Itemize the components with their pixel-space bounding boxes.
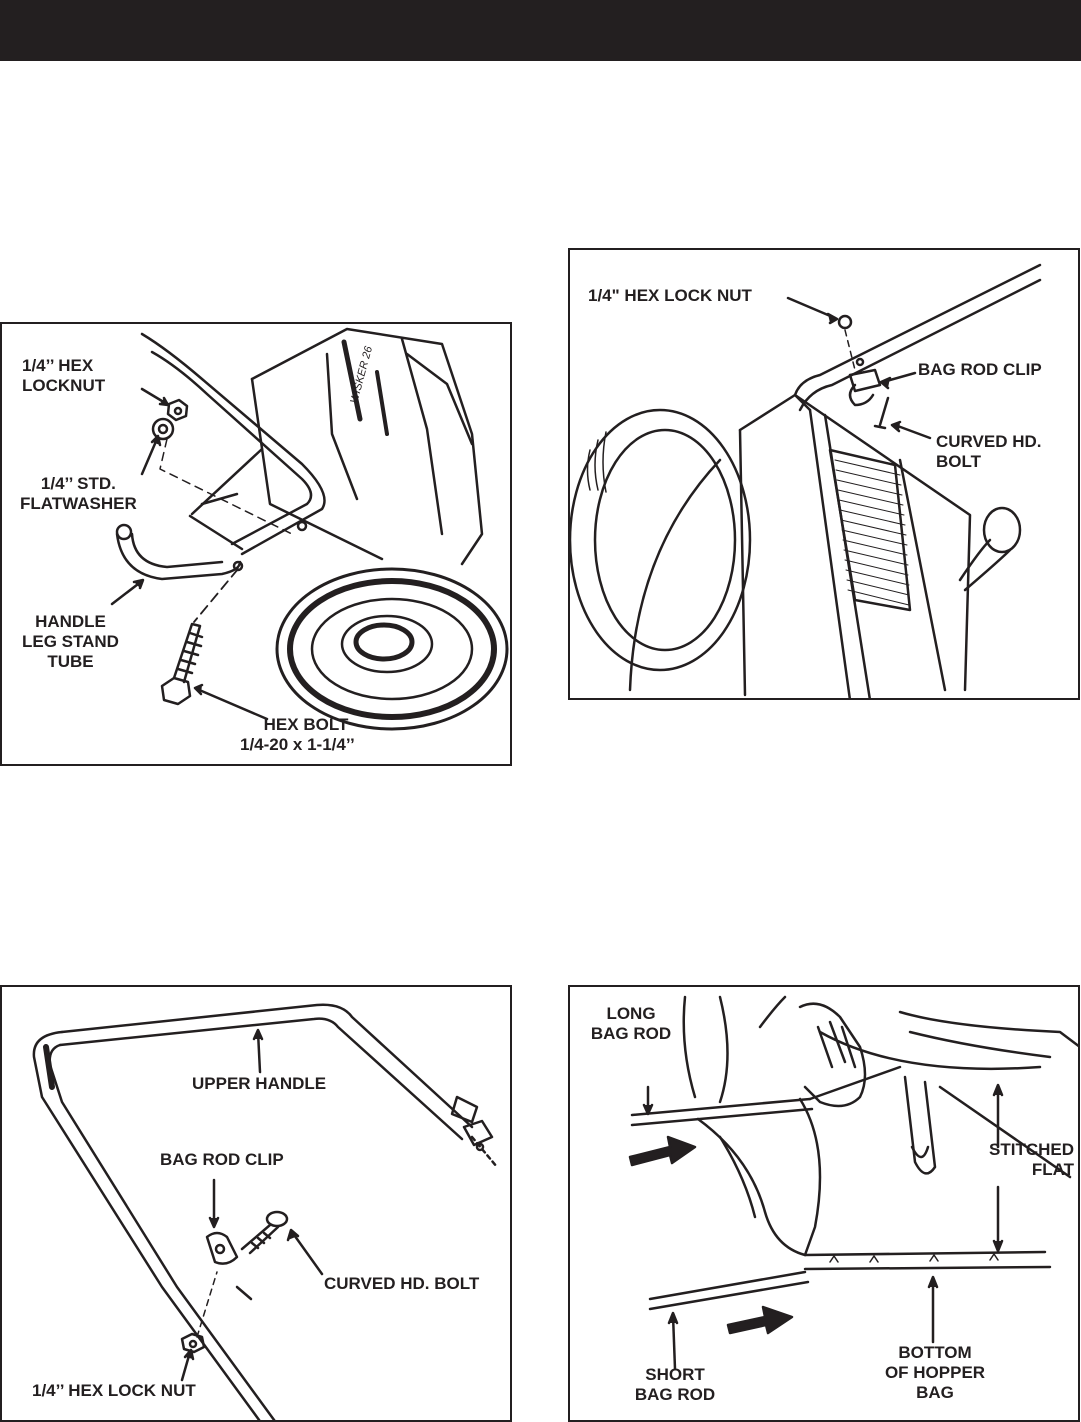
upper-handle-illustration (32, 1003, 499, 1420)
bag-rod-clip-illustration (570, 263, 1042, 698)
upper-handle-label: UPPER HANDLE (192, 1074, 327, 1093)
hopper-bag-illustration (628, 995, 1078, 1371)
bag-rod-clip-label: BAG ROD CLIP (160, 1150, 284, 1169)
hex-lock-nut-label: 1/4’’ HEX LOCK NUT (32, 1381, 196, 1400)
curved-bolt-label: CURVED HD.BOLT (936, 432, 1042, 471)
curved-bolt-label: CURVED HD. BOLT (324, 1274, 480, 1293)
figure-bag-rod-clip-top: 1/4" HEX LOCK NUT BAG ROD CLIP CURVED HD… (568, 248, 1080, 700)
header-bar (0, 0, 1081, 61)
figure-upper-handle-clip: UPPER HANDLE BAG ROD CLIP CURVED HD. BOL… (0, 985, 512, 1422)
flatwasher-label: 1/4’’ STD.FLATWASHER (20, 474, 137, 513)
handle-leg-illustration: WISKER 26 (110, 327, 509, 731)
bag-rod-clip-label: BAG ROD CLIP (918, 360, 1042, 379)
hex-lock-nut-label: 1/4" HEX LOCK NUT (588, 286, 752, 305)
